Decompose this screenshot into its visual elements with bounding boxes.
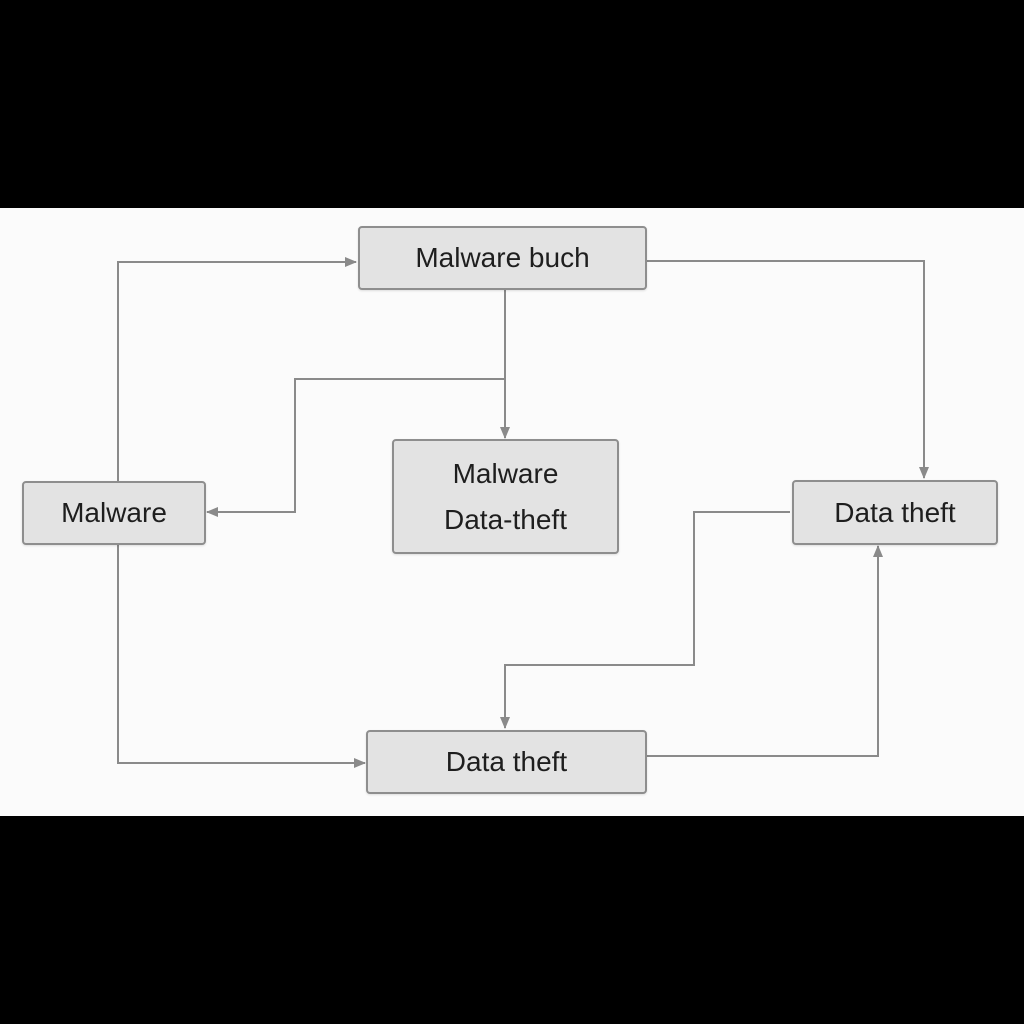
edge-right-to-bottom	[500, 511, 790, 729]
node-data-theft-bottom-label: Data theft	[445, 746, 568, 777]
node-data-theft-right: Data theft	[792, 480, 998, 545]
edge-top-to-left	[206, 378, 505, 517]
node-malware-buch: Malware buch	[358, 226, 647, 290]
node-malware: Malware	[22, 481, 206, 545]
edge-top-to-right	[646, 260, 929, 479]
letterbox-bottom	[0, 816, 1024, 1024]
node-center-line1: Malware	[452, 457, 559, 489]
node-data-theft-right-label: Data theft	[834, 496, 956, 528]
node-center-line2: Data-theft	[444, 503, 567, 535]
edge-left-to-bottom	[117, 545, 366, 768]
node-malware-buch-label: Malware buch	[415, 242, 590, 273]
letterbox-top	[0, 0, 1024, 208]
edge-left-to-top	[117, 257, 357, 482]
node-malware-data-theft: Malware Data-theft	[392, 439, 619, 554]
node-data-theft-bottom: Data theft	[366, 730, 647, 794]
node-malware-label: Malware	[61, 497, 167, 528]
edge-bottom-to-right	[646, 545, 883, 757]
